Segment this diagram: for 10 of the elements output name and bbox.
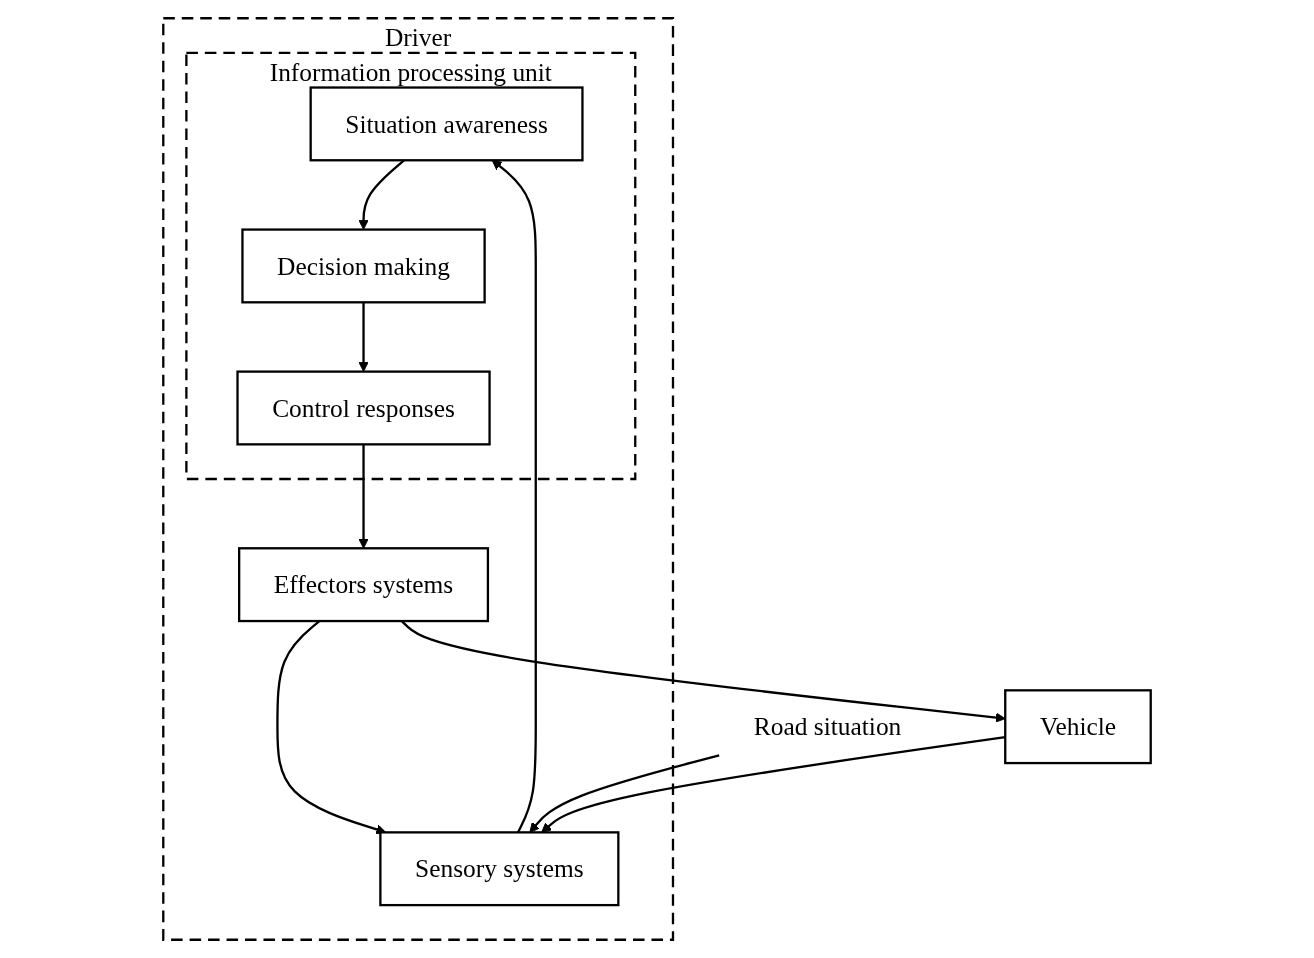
node-box: Situation awareness [309,86,584,162]
arrow [529,754,720,833]
arrow [358,444,369,549]
node-text: Road situation [753,712,902,742]
node-box: Control responses [236,370,491,446]
node-box: Vehicle [1004,689,1152,765]
node-box: Sensory systems [379,831,620,907]
arrow [541,735,1006,833]
node-box: Effectors systems [238,547,490,623]
node-box: Decision making [241,228,486,304]
